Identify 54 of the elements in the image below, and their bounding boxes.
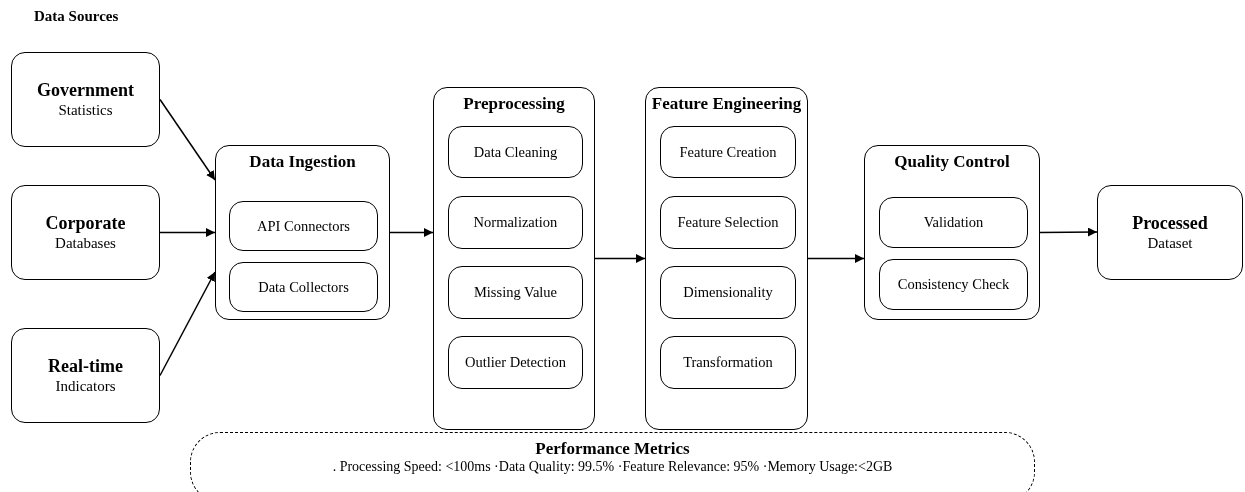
node-title: Processed bbox=[1132, 213, 1208, 234]
node-title: Government bbox=[37, 80, 134, 101]
step-box bbox=[448, 196, 583, 249]
arrow bbox=[389, 228, 434, 237]
step-box bbox=[660, 126, 796, 178]
node-subtitle: Databases bbox=[55, 233, 116, 252]
stage-heading: Data Ingestion bbox=[248, 152, 357, 172]
arrow bbox=[594, 254, 646, 263]
step-box bbox=[229, 262, 378, 312]
source-box bbox=[11, 185, 160, 280]
node-subtitle: Indicators bbox=[55, 376, 116, 395]
metrics-text: . Processing Speed: <100ms ·Data Quality: 99.5% ·Feature Relevance: 95% ·Memory Usage:<2GB bbox=[332, 459, 893, 475]
step-label: Missing Value bbox=[472, 283, 559, 302]
step-label: Validation bbox=[922, 213, 985, 232]
step-box bbox=[229, 201, 378, 251]
step-label: Feature Selection bbox=[676, 213, 780, 232]
step-box bbox=[448, 126, 583, 178]
step-label: Normalization bbox=[472, 213, 559, 232]
step-box bbox=[448, 336, 583, 389]
step-label: Consistency Check bbox=[896, 275, 1011, 294]
step-box bbox=[879, 259, 1028, 310]
node-title: Corporate bbox=[45, 213, 126, 234]
node-subtitle: Dataset bbox=[1147, 233, 1193, 252]
step-label: Transformation bbox=[682, 353, 774, 372]
arrow bbox=[159, 228, 216, 237]
step-label: API Connectors bbox=[255, 216, 351, 236]
source-box bbox=[11, 52, 160, 147]
stage-heading: Quality Control bbox=[893, 152, 1011, 172]
stage-container bbox=[433, 87, 595, 430]
step-label: Data Collectors bbox=[257, 277, 350, 297]
stage-heading: Preprocessing bbox=[462, 94, 566, 114]
step-label: Data Cleaning bbox=[472, 142, 559, 162]
section-heading: Data Sources bbox=[34, 8, 119, 25]
step-box bbox=[660, 336, 796, 389]
arrow bbox=[807, 254, 865, 263]
stage-heading: Feature Engineering bbox=[650, 94, 803, 114]
arrow bbox=[1039, 227, 1098, 237]
step-label: Feature Creation bbox=[678, 142, 778, 162]
step-box bbox=[879, 197, 1028, 248]
step-box bbox=[660, 196, 796, 249]
source-box bbox=[11, 328, 160, 423]
panel-heading: Performance Metrics bbox=[535, 439, 690, 459]
source-box bbox=[1097, 185, 1243, 280]
step-box bbox=[660, 266, 796, 319]
step-label: Outlier Detection bbox=[463, 353, 568, 372]
node-title: Real-time bbox=[48, 356, 123, 377]
node-subtitle: Statistics bbox=[58, 100, 113, 119]
stage-container bbox=[215, 145, 390, 320]
stage-container bbox=[645, 87, 808, 430]
step-label: Dimensionality bbox=[682, 283, 774, 302]
arrow bbox=[159, 98, 216, 181]
arrow bbox=[159, 271, 216, 377]
stage-container bbox=[864, 145, 1040, 320]
step-box bbox=[448, 266, 583, 319]
